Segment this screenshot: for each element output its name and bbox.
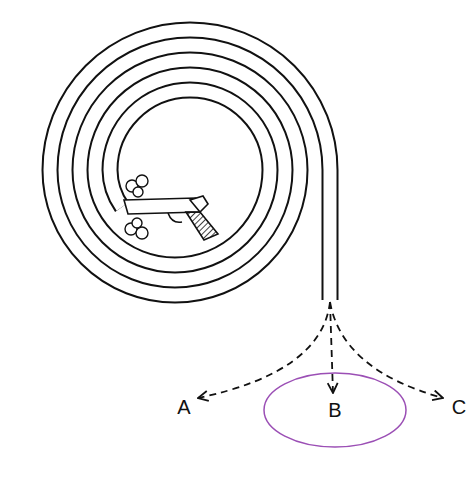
smoke-puffs: [125, 175, 148, 239]
dashed-path: [330, 302, 443, 398]
dashed-path: [198, 302, 330, 398]
option-letter: B: [328, 399, 341, 421]
option-letter: C: [452, 396, 466, 418]
ellipse-shape: [264, 373, 406, 447]
answer-ellipse: B: [263, 372, 407, 448]
spiral-tube: [50, 30, 330, 302]
pistol-trigger: [168, 213, 182, 222]
pistol-grip: [186, 212, 218, 240]
pistol-hammer: [190, 196, 208, 212]
option-letter: A: [177, 396, 190, 418]
tube-bore: [50, 30, 330, 302]
exit-paths: [198, 302, 443, 398]
pistol: [124, 196, 218, 240]
